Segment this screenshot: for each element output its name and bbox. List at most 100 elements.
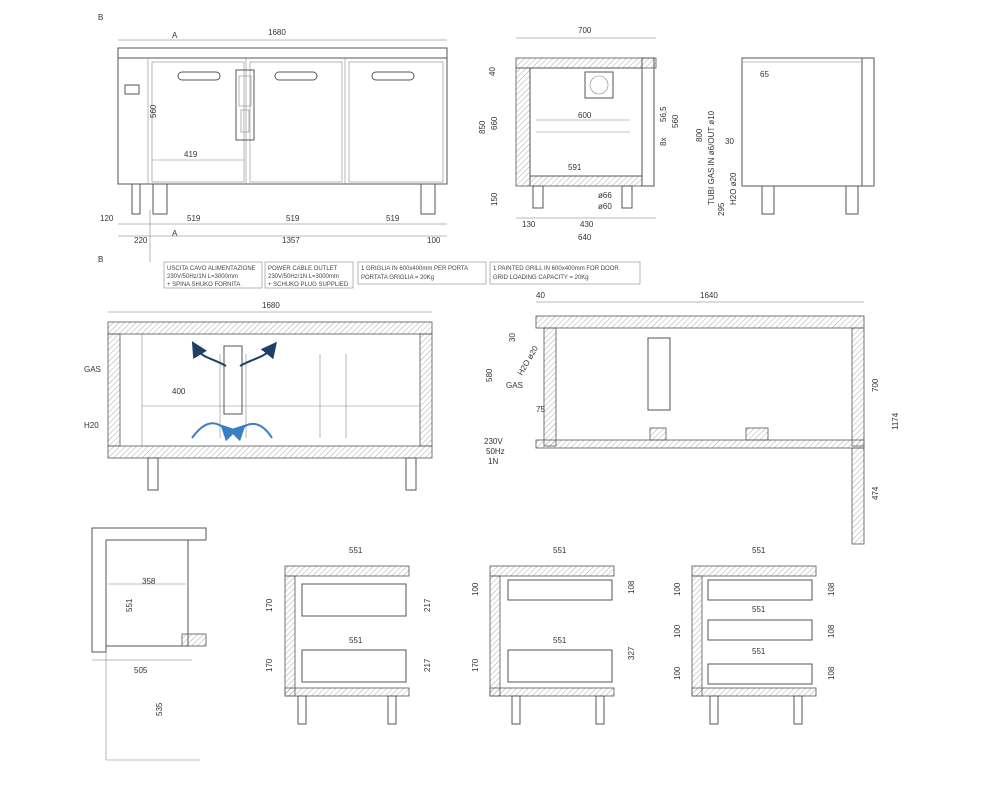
dim-door-560: 560 <box>149 104 158 118</box>
svg-text:217: 217 <box>423 598 432 612</box>
svg-text:108: 108 <box>827 666 836 680</box>
dim-100: 100 <box>427 236 441 245</box>
fan-icon <box>235 69 255 141</box>
svg-text:800: 800 <box>695 128 704 142</box>
svg-text:358: 358 <box>142 577 156 586</box>
svg-text:170: 170 <box>471 658 480 672</box>
section-b-label-bottom: B <box>98 255 103 264</box>
svg-text:535: 535 <box>155 702 164 716</box>
svg-text:GRID LOADING CAPACITY = 20Kg: GRID LOADING CAPACITY = 20Kg <box>493 275 589 281</box>
svg-text:474: 474 <box>871 486 880 500</box>
svg-text:108: 108 <box>627 580 636 594</box>
svg-text:327: 327 <box>627 646 636 660</box>
svg-text:551: 551 <box>553 546 567 555</box>
svg-text:295: 295 <box>717 202 726 216</box>
svg-text:700: 700 <box>578 26 592 35</box>
svg-text:108: 108 <box>827 624 836 638</box>
svg-text:551: 551 <box>349 546 363 555</box>
svg-text:1 GRIGLIA IN 600x400mm PER POR: 1 GRIGLIA IN 600x400mm PER PORTA <box>361 266 468 272</box>
svg-text:1640: 1640 <box>700 291 718 300</box>
dim-top-width: 1680 <box>268 28 286 37</box>
dim-shelf-419: 419 <box>184 150 198 159</box>
front-elevation: B B A A 1680 419 560 <box>98 13 448 264</box>
drawer-config-mixed: 551 551 100 170 108 327 <box>471 546 636 725</box>
svg-text:400: 400 <box>172 387 186 396</box>
svg-text:660: 660 <box>490 116 499 130</box>
airflow-arrow-icon <box>191 341 278 442</box>
svg-text:230V/50Hz/1N L=3000mm: 230V/50Hz/1N L=3000mm <box>268 274 339 280</box>
svg-text:580: 580 <box>485 368 494 382</box>
section-a-label-bottom: A <box>172 229 178 238</box>
svg-text:217: 217 <box>423 658 432 672</box>
svg-text:30: 30 <box>508 333 517 342</box>
svg-text:1 PAINTED GRILL IN 600x400mm F: 1 PAINTED GRILL IN 600x400mm FOR DOOR <box>493 266 619 272</box>
svg-text:700: 700 <box>871 378 880 392</box>
svg-text:PORTATA GRIGLIA = 20Kg: PORTATA GRIGLIA = 20Kg <box>361 275 434 281</box>
dim-519-a: 519 <box>187 214 201 223</box>
svg-text:551: 551 <box>752 605 766 614</box>
long-section: 40 1640 30 580 H2O ø20 GAS 75 230V 50Hz … <box>484 291 900 545</box>
svg-text:551: 551 <box>349 636 363 645</box>
svg-text:GAS: GAS <box>84 365 101 374</box>
svg-text:40: 40 <box>536 291 545 300</box>
svg-text:230V/50Hz/1N L=3000mm: 230V/50Hz/1N L=3000mm <box>167 274 238 280</box>
svg-text:TUBI GAS IN ø6/OUT ø10: TUBI GAS IN ø6/OUT ø10 <box>707 110 716 205</box>
plan-view: 1680 400 GAS H20 <box>84 301 433 491</box>
svg-text:50Hz: 50Hz <box>486 447 505 456</box>
svg-text:1174: 1174 <box>891 412 900 430</box>
svg-text:591: 591 <box>568 163 582 172</box>
svg-text:551: 551 <box>125 598 134 612</box>
notes: USCITA CAVO ALIMENTAZIONE 230V/50Hz/1N L… <box>163 261 641 289</box>
svg-text:100: 100 <box>673 582 682 596</box>
svg-text:150: 150 <box>490 192 499 206</box>
svg-text:30: 30 <box>725 137 734 146</box>
svg-text:40: 40 <box>488 67 497 76</box>
svg-text:ø66: ø66 <box>598 191 612 200</box>
svg-text:170: 170 <box>265 658 274 672</box>
svg-text:1N: 1N <box>488 457 498 466</box>
drawer-config-3x: 551 551 551 100 100 100 108 108 108 <box>673 546 836 725</box>
dim-1357: 1357 <box>282 236 300 245</box>
svg-text:75: 75 <box>536 405 545 414</box>
svg-text:+ SPINA SHUKO FORNITA: + SPINA SHUKO FORNITA <box>167 282 240 288</box>
svg-text:430: 430 <box>580 220 594 229</box>
dim-220: 220 <box>134 236 148 245</box>
svg-text:1680: 1680 <box>262 301 280 310</box>
svg-text:551: 551 <box>553 636 567 645</box>
svg-text:100: 100 <box>673 624 682 638</box>
svg-text:65: 65 <box>760 70 769 79</box>
svg-text:170: 170 <box>265 598 274 612</box>
svg-text:640: 640 <box>578 233 592 242</box>
svg-text:H2O ø20: H2O ø20 <box>516 344 540 377</box>
door-section-config: 358 551 505 535 <box>91 527 207 761</box>
right-side-view: 65 30 800 295 TUBI GAS IN ø6/OUT ø10 H2O… <box>695 57 875 216</box>
svg-text:230V: 230V <box>484 437 503 446</box>
dim-leg-120: 120 <box>100 214 114 223</box>
svg-text:100: 100 <box>471 582 480 596</box>
svg-text:H20: H20 <box>84 421 99 430</box>
section-a-label: A <box>172 31 178 40</box>
svg-text:560: 560 <box>671 114 680 128</box>
svg-text:100: 100 <box>673 666 682 680</box>
svg-text:POWER CABLE OUTLET: POWER CABLE OUTLET <box>268 266 338 272</box>
svg-text:8x: 8x <box>659 138 668 146</box>
svg-text:H2O ø20: H2O ø20 <box>729 172 738 205</box>
side-section: 700 600 591 40 850 660 150 56,5 8x 560 ø… <box>478 26 680 242</box>
svg-text:USCITA CAVO ALIMENTAZIONE: USCITA CAVO ALIMENTAZIONE <box>167 266 256 272</box>
svg-text:551: 551 <box>752 546 766 555</box>
section-b-label: B <box>98 13 103 22</box>
svg-text:130: 130 <box>522 220 536 229</box>
dim-519-c: 519 <box>386 214 400 223</box>
svg-text:ø60: ø60 <box>598 202 612 211</box>
svg-text:56,5: 56,5 <box>659 106 668 122</box>
svg-text:GAS: GAS <box>506 381 523 390</box>
svg-text:505: 505 <box>134 666 148 675</box>
svg-text:600: 600 <box>578 111 592 120</box>
svg-text:850: 850 <box>478 120 487 134</box>
svg-text:108: 108 <box>827 582 836 596</box>
svg-text:+ SCHUKO PLUG SUPPLIED: + SCHUKO PLUG SUPPLIED <box>268 282 349 288</box>
drawer-config-2x: 551 551 170 170 217 217 <box>265 546 432 725</box>
dim-519-b: 519 <box>286 214 300 223</box>
svg-text:551: 551 <box>752 647 766 656</box>
